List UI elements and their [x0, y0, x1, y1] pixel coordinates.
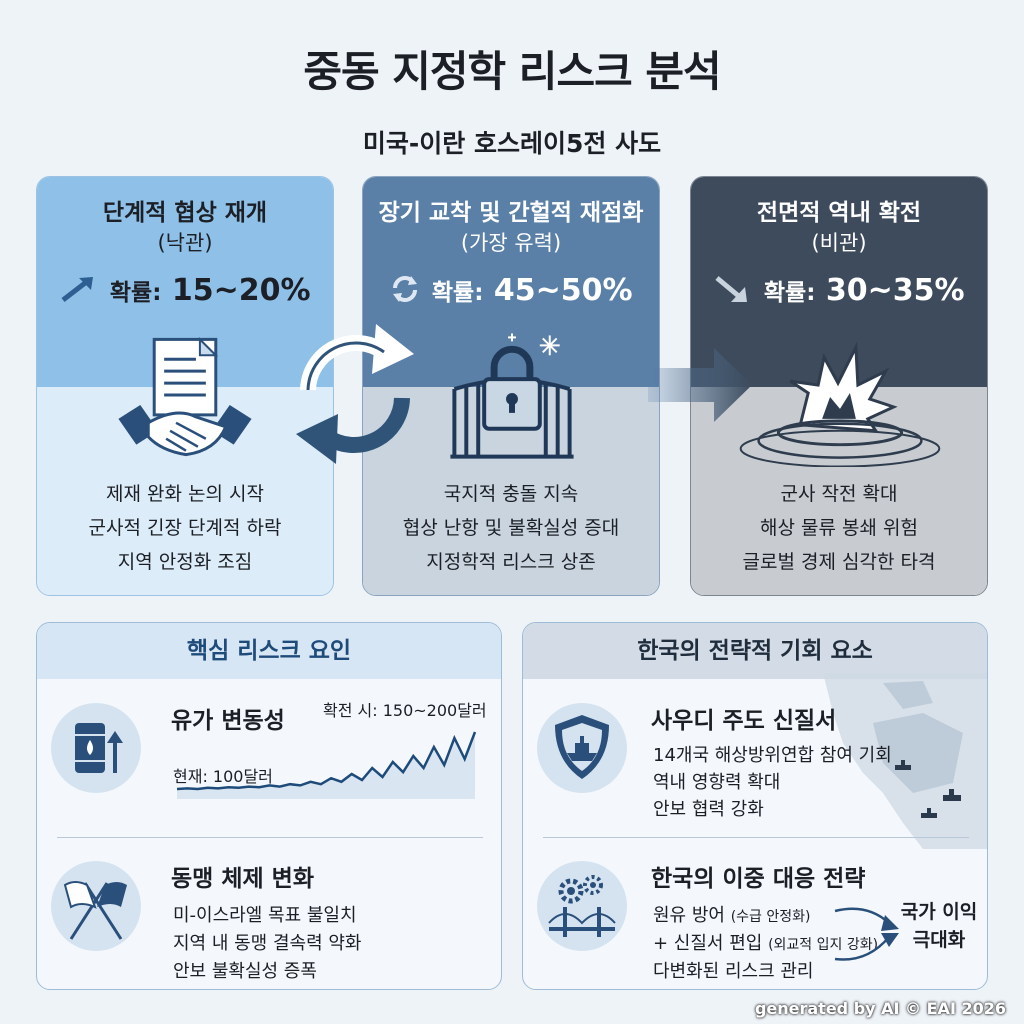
cycle-icon [393, 276, 418, 302]
alliance-change-title: 동맹 체제 변화 [171, 866, 314, 892]
scenario-tag: (비관) [811, 231, 867, 255]
scenario-tag: (가장 유력) [460, 231, 562, 255]
description-line: 군사 작전 확대 [780, 483, 898, 505]
current-price-label: 현재: 100달러 [173, 767, 273, 786]
saudi-line: 안보 협력 강화 [653, 799, 764, 820]
saudi-line: 역내 영향력 확대 [653, 772, 781, 793]
arrow-down-right-icon [715, 276, 748, 302]
alliance-line: 지역 내 동맹 결속력 약화 [173, 933, 362, 954]
probability: 확률: 45~50% [363, 273, 659, 308]
dual-strategy-line: 다변화된 리스크 관리 [653, 961, 814, 982]
scenario-heading: 단계적 협상 재개 [102, 200, 268, 226]
dual-strategy-line: + 신질서 편입 (외교적 입지 강화) [653, 929, 878, 955]
scenario-tag: (낙관) [157, 231, 213, 255]
divider [57, 837, 483, 838]
escalation-price-label: 확전 시: 150~200달러 [323, 701, 487, 720]
handshake-document-icon [118, 336, 252, 457]
oil-price-chart [176, 731, 477, 799]
scenario-pessimistic-card: 전면적 역내 확전 (비관) 확률: 30~35% 군사 작전 확대 해상 물류… [690, 176, 988, 596]
alliance-line: 안보 불확실성 증폭 [173, 961, 317, 982]
cycle-arrows-icon [296, 324, 414, 464]
probability-label: 확률: [763, 280, 816, 306]
padlock-gate-icon [450, 333, 574, 459]
description-line: 국지적 충돌 지속 [443, 483, 579, 505]
probability: 확률: 15~20% [37, 273, 333, 308]
dual-strategy-line: 원유 방어 (수급 안정화) [653, 901, 810, 927]
converging-arrows-icon [834, 907, 899, 961]
crossed-flags-icon [51, 861, 141, 951]
alliance-line: 미-이스라엘 목표 불일치 [173, 905, 357, 926]
scenario-likely-card: 장기 교착 및 간헐적 재점화 (가장 유력) 확률: 45~50% [362, 176, 660, 596]
maximize-line: 극대화 [912, 929, 966, 951]
saudi-order-title: 사우디 주도 신질서 [651, 708, 837, 734]
scenario-description: 제재 완화 논의 시작 군사적 긴장 단계적 하락 지역 안정화 조짐 [37, 477, 333, 579]
probability-value: 30~35% [825, 273, 965, 308]
line-main: + 신질서 편입 [653, 933, 763, 954]
line-note: (수급 안정화) [730, 909, 811, 925]
saudi-line: 14개국 해상방위연합 참여 기회 [653, 745, 892, 766]
middle-east-map-icon [823, 673, 987, 849]
line-note: (외교적 입지 강화) [768, 937, 879, 953]
scenario-optimistic-card: 단계적 협상 재개 (낙관) 확률: 15~20% 제재 완화 논의 시작 군사… [36, 176, 334, 596]
probability-label: 확률: [109, 280, 162, 306]
probability: 확률: 30~35% [691, 273, 987, 308]
korea-opportunities-panel: 한국의 전략적 기회 요소 사우디 주도 신질서 14개국 해상방위연합 참여 … [522, 622, 988, 990]
gears-bridge-icon [537, 861, 627, 951]
divider [543, 837, 969, 838]
description-line: 제재 완화 논의 시작 [106, 483, 264, 505]
probability-value: 45~50% [493, 273, 633, 308]
probability-label: 확률: [431, 280, 484, 306]
line-main: 원유 방어 [653, 905, 725, 926]
description-line: 협상 난항 및 불확실성 증대 [402, 517, 620, 539]
scenario-heading: 장기 교착 및 간헐적 재점화 [378, 200, 644, 226]
probability-value: 15~20% [171, 273, 311, 308]
escalation-arrow-icon [648, 348, 752, 422]
panel-heading: 한국의 전략적 기회 요소 [523, 623, 987, 679]
description-line: 지정학적 리스크 상존 [426, 551, 596, 573]
description-line: 군사적 긴장 단계적 하락 [88, 517, 282, 539]
dual-strategy-title: 한국의 이중 대응 전략 [651, 866, 866, 892]
key-risk-factors-panel: 핵심 리스크 요인 유가 변동성 확전 시: 150~200달러 현재: 100… [36, 622, 502, 990]
scenario-heading: 전면적 역내 확전 [756, 200, 922, 226]
arrow-up-right-icon [61, 277, 94, 302]
page-subtitle: 미국-이란 호스레이5전 사도 [362, 129, 662, 158]
oil-price-area [177, 732, 475, 799]
description-line: 글로벌 경제 심각한 타격 [742, 551, 936, 573]
naval-shield-icon [537, 703, 627, 793]
oil-barrel-icon [51, 703, 141, 793]
scenario-description: 국지적 충돌 지속 협상 난항 및 불확실성 증대 지정학적 리스크 상존 [363, 477, 659, 579]
page-title: 중동 지정학 리스크 분석 [303, 47, 721, 96]
oil-price-line [176, 731, 477, 791]
explosion-icon [739, 341, 941, 467]
panel-heading: 핵심 리스크 요인 [37, 623, 501, 679]
oil-volatility-title: 유가 변동성 [171, 708, 285, 734]
scenario-description: 군사 작전 확대 해상 물류 봉쇄 위험 글로벌 경제 심각한 타격 [691, 477, 987, 579]
description-line: 해상 물류 봉쇄 위험 [760, 517, 918, 539]
national-interest-line: 국가 이익 [900, 901, 978, 923]
credit-text: generated by AI © EAI 2026 [754, 999, 1006, 1018]
description-line: 지역 안정화 조짐 [117, 551, 253, 573]
